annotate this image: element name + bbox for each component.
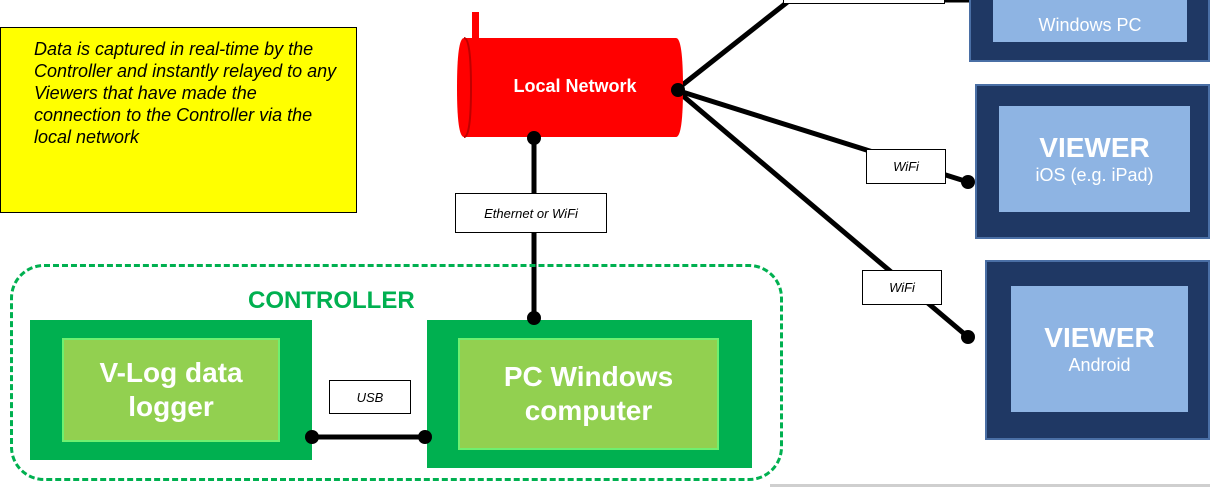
wifi-ios-label: WiFi <box>866 149 946 184</box>
usb-label: USB <box>329 380 411 414</box>
link-line-windows <box>674 0 792 92</box>
viewer-ios-title: VIEWER <box>1039 132 1150 163</box>
info-note: Data is captured in real-time by the Con… <box>0 27 357 213</box>
wifi-android-label: WiFi <box>862 270 942 305</box>
viewer-android-title: VIEWER <box>1044 322 1155 353</box>
pc-computer-label: PC Windows computer <box>503 361 674 426</box>
viewer-android-face: VIEWER Android <box>1009 284 1190 414</box>
controller-group <box>10 264 783 481</box>
viewer-ios-box: VIEWER iOS (e.g. iPad) <box>975 84 1210 239</box>
viewer-windows-subtitle: Windows PC <box>1038 15 1142 35</box>
ethernet-wifi-label: Ethernet or WiFi <box>455 193 607 233</box>
data-logger-label: V-Log data logger <box>99 357 243 422</box>
local-network-shape <box>457 12 683 138</box>
wifi-android-label-text: WiFi <box>889 280 915 295</box>
viewer-android-box: VIEWER Android <box>985 260 1210 440</box>
viewer-ios-subtitle: iOS (e.g. iPad) <box>1035 165 1154 185</box>
dot-logger-right <box>305 430 319 444</box>
dot-android <box>961 330 975 344</box>
dot-ios <box>961 175 975 189</box>
local-network-label: Local Network <box>513 76 637 96</box>
dot-pc-top <box>527 311 541 325</box>
dot-network-right <box>671 83 685 97</box>
wifi-ios-label-text: WiFi <box>893 159 919 174</box>
data-logger-face: V-Log data logger <box>62 338 280 442</box>
pc-computer-face: PC Windows computer <box>458 338 719 450</box>
viewer-ios-face: VIEWER iOS (e.g. iPad) <box>997 104 1192 214</box>
dot-network-bottom <box>527 131 541 145</box>
info-note-text: Data is captured in real-time by the Con… <box>34 39 337 147</box>
dot-pc-left <box>418 430 432 444</box>
viewer-windows-face: Windows PC <box>991 0 1189 44</box>
top-link-label-box <box>783 0 945 4</box>
controller-title: CONTROLLER <box>248 287 415 314</box>
viewer-android-subtitle: Android <box>1068 355 1131 375</box>
pc-computer-box: PC Windows computer <box>427 320 752 468</box>
ethernet-wifi-label-text: Ethernet or WiFi <box>484 205 578 221</box>
data-logger-box: V-Log data logger <box>30 320 312 460</box>
frame-edge <box>770 484 1210 487</box>
usb-label-text: USB <box>356 389 384 405</box>
viewer-windows-box: Windows PC <box>969 0 1210 62</box>
